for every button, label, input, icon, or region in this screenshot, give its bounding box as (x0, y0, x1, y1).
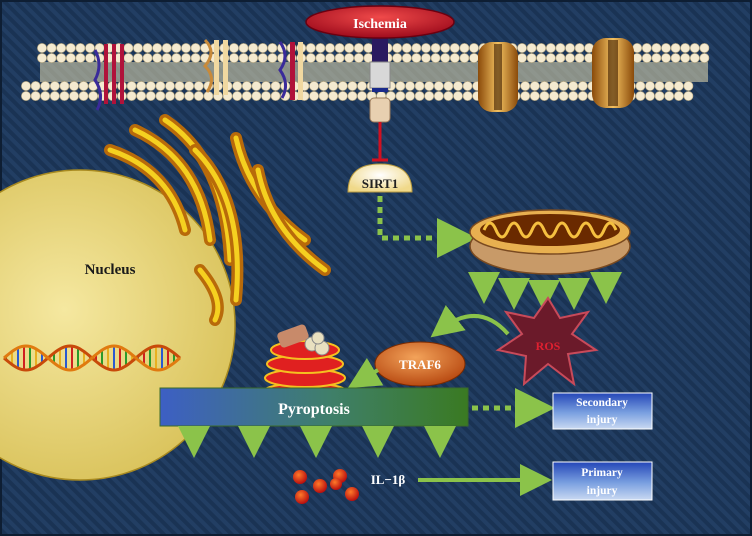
sirt1-to-mitochondria-arrow (377, 196, 477, 258)
traf6-to-inflammasome-arrow (347, 357, 384, 389)
dna-helix (3, 344, 181, 372)
il1b-label: IL−1β (371, 472, 406, 487)
ischemia-receptor (369, 30, 391, 162)
membrane-receptor-1 (93, 44, 124, 111)
primary-injury-box: Primary injury (552, 461, 653, 501)
golgi-apparatus (104, 114, 331, 326)
traf6-node: TRAF6 (374, 341, 466, 387)
mitochondria-output-arrows (468, 272, 622, 312)
primary-injury-line1: Primary (581, 467, 623, 479)
membrane-receptor-3 (278, 41, 303, 100)
ion-channel-2 (592, 38, 634, 108)
pyroptosis-output-arrows (178, 426, 456, 458)
pyroptosis-label: Pyroptosis (278, 401, 350, 418)
pyroptosis-node: Pyroptosis (159, 387, 469, 427)
traf6-label: TRAF6 (399, 357, 441, 372)
secondary-injury-box: Secondary injury (552, 392, 653, 430)
sirt1-node: SIRT1 (347, 163, 413, 193)
ischemia-node: Ischemia (305, 5, 455, 39)
nucleus-label: Nucleus (85, 262, 136, 278)
il1b-cells (293, 469, 359, 504)
secondary-injury-line2: injury (587, 414, 618, 426)
secondary-injury-line1: Secondary (576, 397, 628, 409)
ros-label: ROS (536, 339, 561, 353)
primary-injury-line2: injury (587, 485, 618, 497)
membrane-receptor-2 (202, 38, 228, 95)
ischemia-label: Ischemia (353, 17, 407, 32)
mitochondrion (469, 209, 631, 275)
ros-node: ROS (495, 296, 599, 387)
ros-to-traf6-arrow (430, 305, 510, 338)
sirt1-label: SIRT1 (362, 176, 398, 191)
ion-channel-1 (478, 42, 518, 112)
